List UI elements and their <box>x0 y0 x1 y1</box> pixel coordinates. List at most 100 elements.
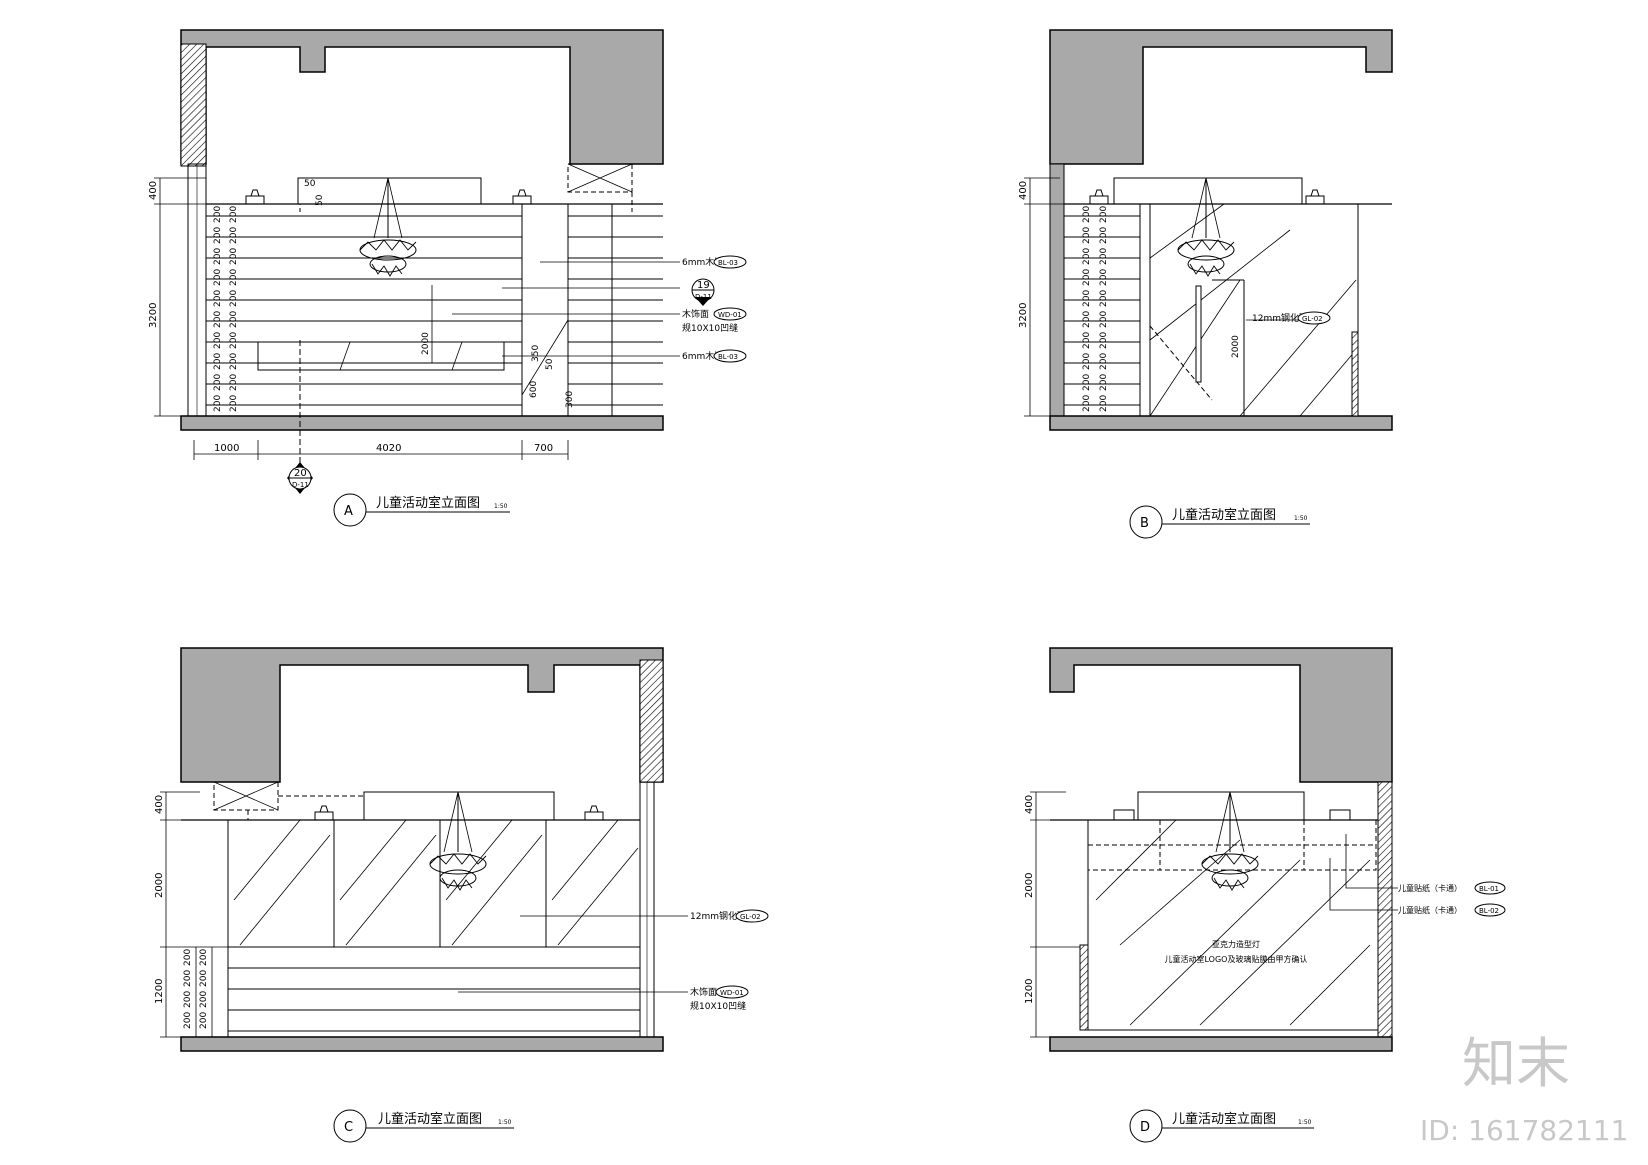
section-callout-a2: 20 D-11 <box>287 462 313 494</box>
svg-text:200: 200 <box>229 290 239 307</box>
marker-a: A <box>344 504 353 519</box>
glass-partition-c <box>227 819 639 1037</box>
svg-text:400: 400 <box>154 795 165 814</box>
marker-d: D <box>1140 1120 1150 1135</box>
svg-text:200: 200 <box>1082 290 1092 307</box>
svg-text:200: 200 <box>213 206 223 223</box>
svg-text:200: 200 <box>1082 227 1092 244</box>
svg-text:200: 200 <box>213 311 223 328</box>
ceiling-slab-b <box>1049 29 1393 165</box>
svg-text:200: 200 <box>199 1012 209 1029</box>
svg-text:200: 200 <box>1082 332 1092 349</box>
svg-text:3200: 3200 <box>148 303 159 328</box>
svg-text:BL-02: BL-02 <box>1479 907 1499 915</box>
svg-text:200: 200 <box>1082 395 1092 412</box>
svg-text:200: 200 <box>1099 374 1109 391</box>
glass-partition-d <box>1087 819 1378 1031</box>
note-a2-sub: 规10X10凹缝 <box>682 322 738 334</box>
svg-text:2000: 2000 <box>421 332 431 355</box>
svg-text:4020: 4020 <box>376 443 401 454</box>
svg-text:200: 200 <box>1082 374 1092 391</box>
svg-text:GL-02: GL-02 <box>1302 315 1323 323</box>
svg-text:2000: 2000 <box>1024 873 1035 898</box>
svg-text:200: 200 <box>1082 311 1092 328</box>
svg-text:350: 350 <box>531 345 541 362</box>
svg-text:D-11: D-11 <box>695 293 712 301</box>
svg-text:1:50: 1:50 <box>494 503 508 510</box>
note-a1: 6mm木饰 <box>682 256 723 268</box>
glass-partition-b <box>1139 203 1359 417</box>
svg-text:D-11: D-11 <box>292 481 309 489</box>
svg-text:200: 200 <box>183 1012 193 1029</box>
svg-text:200: 200 <box>1099 248 1109 265</box>
ceiling-slab-c <box>180 647 664 783</box>
floor-slab-c <box>180 1036 664 1052</box>
marker-b: B <box>1140 516 1149 531</box>
svg-text:200: 200 <box>229 248 239 265</box>
strip-labels-b: 200 200 200 200 200 200 200 200 200 200 … <box>1082 206 1109 412</box>
svg-text:200: 200 <box>213 395 223 412</box>
svg-text:GL-02: GL-02 <box>740 913 761 921</box>
center-note-d1: 亚克力造型灯 <box>1212 939 1260 949</box>
svg-text:200: 200 <box>199 949 209 966</box>
svg-text:200: 200 <box>1099 269 1109 286</box>
wood-slat-wall-a <box>206 215 663 406</box>
note-d2: 儿童贴纸（卡通） <box>1398 905 1462 915</box>
title-d: 儿童活动室立面图 <box>1172 1111 1276 1127</box>
elevation-panel-d: 400 2000 1200 儿童贴纸（卡通） BL-01 儿童贴纸（卡通） BL… <box>1024 647 1506 1143</box>
svg-text:3200: 3200 <box>1018 303 1029 328</box>
svg-text:200: 200 <box>183 949 193 966</box>
svg-text:200: 200 <box>229 374 239 391</box>
svg-text:200: 200 <box>213 227 223 244</box>
svg-text:200: 200 <box>1099 395 1109 412</box>
svg-text:200: 200 <box>213 269 223 286</box>
svg-text:1:50: 1:50 <box>1294 515 1308 522</box>
svg-text:WD-01: WD-01 <box>720 989 744 997</box>
svg-text:200: 200 <box>213 290 223 307</box>
svg-text:1:50: 1:50 <box>1298 1119 1312 1126</box>
panel-title-d: D 儿童活动室立面图 1:50 <box>1129 1109 1314 1143</box>
floor-slab-a <box>180 415 664 431</box>
elevation-panel-b: 200 200 200 200 200 200 200 200 200 200 … <box>1018 29 1393 539</box>
svg-text:20: 20 <box>294 468 307 479</box>
svg-text:BL-03: BL-03 <box>718 353 738 361</box>
svg-text:200: 200 <box>1099 311 1109 328</box>
svg-text:200: 200 <box>1082 353 1092 370</box>
note-b1: 12mm钢化玻 <box>1252 312 1308 324</box>
title-b: 儿童活动室立面图 <box>1172 507 1276 523</box>
marker-c: C <box>344 1120 353 1135</box>
panel-title-c: C 儿童活动室立面图 1:50 <box>333 1109 514 1143</box>
svg-text:50: 50 <box>315 194 325 206</box>
svg-text:200: 200 <box>213 248 223 265</box>
svg-text:200: 200 <box>213 332 223 349</box>
svg-text:200: 200 <box>1099 353 1109 370</box>
svg-text:200: 200 <box>1082 269 1092 286</box>
left-wall-hatch-a <box>180 43 207 167</box>
svg-text:200: 200 <box>1099 332 1109 349</box>
note-c1: 12mm钢化玻 <box>690 910 746 922</box>
watermark-brand: 知末 <box>1462 1032 1570 1095</box>
svg-text:200: 200 <box>229 227 239 244</box>
svg-text:50: 50 <box>545 358 555 370</box>
svg-text:200: 200 <box>229 395 239 412</box>
watermark-id: ID: 161782111 <box>1420 1114 1628 1147</box>
strip-labels-a: 200 200 200 200 200 200 200 200 200 200 … <box>213 206 239 412</box>
note-a3: 6mm木饰 <box>682 350 723 362</box>
svg-text:200: 200 <box>229 332 239 349</box>
svg-text:19: 19 <box>697 280 710 291</box>
svg-text:200: 200 <box>1099 206 1109 223</box>
svg-text:1000: 1000 <box>214 443 239 454</box>
svg-text:700: 700 <box>534 443 553 454</box>
svg-text:200: 200 <box>1082 206 1092 223</box>
ceiling-slab-a <box>180 29 664 165</box>
strip-labels-c: 200 200 200 200 200 200 200 200 <box>183 949 209 1029</box>
note-a2: 木饰面 <box>682 308 709 320</box>
floor-slab-b <box>1049 415 1393 431</box>
svg-text:200: 200 <box>199 991 209 1008</box>
svg-text:300: 300 <box>565 391 575 408</box>
svg-text:200: 200 <box>199 970 209 987</box>
svg-text:1200: 1200 <box>1024 979 1035 1004</box>
svg-text:WD-01: WD-01 <box>718 311 742 319</box>
svg-text:2000: 2000 <box>154 873 165 898</box>
